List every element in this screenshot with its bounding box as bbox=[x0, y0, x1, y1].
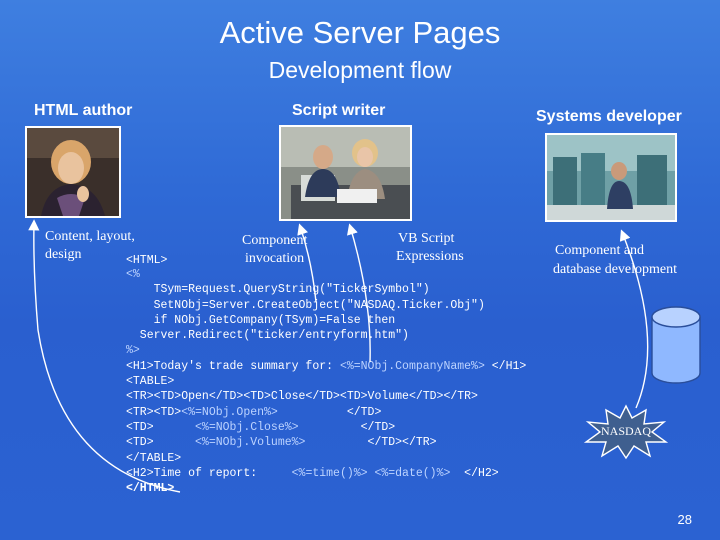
database-cylinder-icon bbox=[651, 306, 701, 384]
code-row-4-expr: <%=NObj.Volume%> bbox=[195, 436, 306, 450]
slide-title: Active Server Pages bbox=[219, 15, 501, 50]
nasdaq-label: NASDAQ bbox=[600, 424, 651, 438]
code-table-open: <TABLE> bbox=[126, 375, 175, 389]
code-row-3-open: <TD> bbox=[126, 420, 196, 434]
code-row-2-expr: <%=NObj.Open%> bbox=[181, 405, 278, 419]
arrow-html-author bbox=[28, 219, 181, 493]
code-row-3-expr: <%=NObj.Close%> bbox=[195, 420, 299, 434]
annotation-expressions: Expressions bbox=[396, 249, 464, 264]
code-row-2-close: </TD> bbox=[277, 405, 382, 419]
script-writer-photo bbox=[279, 125, 412, 221]
nasdaq-badge: NASDAQ bbox=[584, 404, 668, 460]
annotation-content-layout: Content, layout, bbox=[45, 229, 135, 244]
code-table-close: </TABLE> bbox=[126, 451, 182, 465]
annotation-design: design bbox=[45, 247, 82, 262]
code-h1-expr: <%=NObj.CompanyName%> bbox=[339, 359, 485, 373]
role-systems-developer: Systems developer bbox=[536, 108, 682, 125]
code-h1-close: </H1> bbox=[484, 359, 527, 373]
code-line-4: Server.Redirect("ticker/entryform.htm") bbox=[126, 329, 409, 343]
code-html-close: </HTML> bbox=[126, 482, 175, 496]
systems-developer-photo bbox=[545, 133, 677, 222]
code-row-3-close: </TD> bbox=[298, 420, 396, 434]
code-h1-open: <H1>Today's trade summary for: bbox=[126, 359, 340, 373]
annotation-vbscript: VB Script bbox=[398, 231, 455, 246]
annotation-database-development: database development bbox=[553, 262, 678, 277]
code-h2-close: </H2> bbox=[450, 466, 499, 480]
code-row-1: <TR><TD>Open</TD><TD>Close</TD><TD>Volum… bbox=[126, 390, 478, 404]
code-script-open: <% bbox=[126, 268, 140, 281]
html-author-photo bbox=[25, 126, 121, 218]
arrow-vbscript bbox=[347, 223, 371, 363]
systems-developer-figure bbox=[547, 135, 675, 220]
role-script-writer: Script writer bbox=[292, 102, 386, 119]
code-block: <% TSym=Request.QueryString("TickerSymbo… bbox=[126, 267, 526, 496]
code-html-open: <HTML> bbox=[126, 254, 168, 267]
annotation-component-and: Component and bbox=[555, 243, 645, 258]
code-row-4-open: <TD> bbox=[126, 436, 196, 450]
annotation-component: Component bbox=[242, 233, 308, 248]
code-line-3: if NObj.GetCompany(TSym)=False then bbox=[126, 313, 396, 327]
code-script-close: %> bbox=[126, 344, 140, 358]
code-h2-expr: <%=time()%> <%=date()%> bbox=[291, 466, 451, 480]
starburst-icon bbox=[584, 404, 668, 460]
code-row-4-close: </TD></TR> bbox=[305, 436, 437, 450]
script-writer-figure bbox=[281, 127, 410, 219]
annotation-invocation: invocation bbox=[245, 251, 305, 266]
page-number: 28 bbox=[677, 512, 692, 527]
role-html-author: HTML author bbox=[34, 102, 133, 119]
code-h2-open: <H2>Time of report: bbox=[126, 466, 292, 480]
slide-subtitle: Development flow bbox=[268, 57, 452, 83]
code-line-1: TSym=Request.QueryString("TickerSymbol") bbox=[126, 283, 430, 297]
arrow-component-invocation bbox=[297, 223, 317, 303]
code-line-2: SetNObj=Server.CreateObject("NASDAQ.Tick… bbox=[126, 298, 485, 312]
html-author-figure bbox=[27, 128, 119, 216]
arrow-database bbox=[619, 229, 649, 409]
code-row-2-open: <TR><TD> bbox=[126, 405, 182, 419]
